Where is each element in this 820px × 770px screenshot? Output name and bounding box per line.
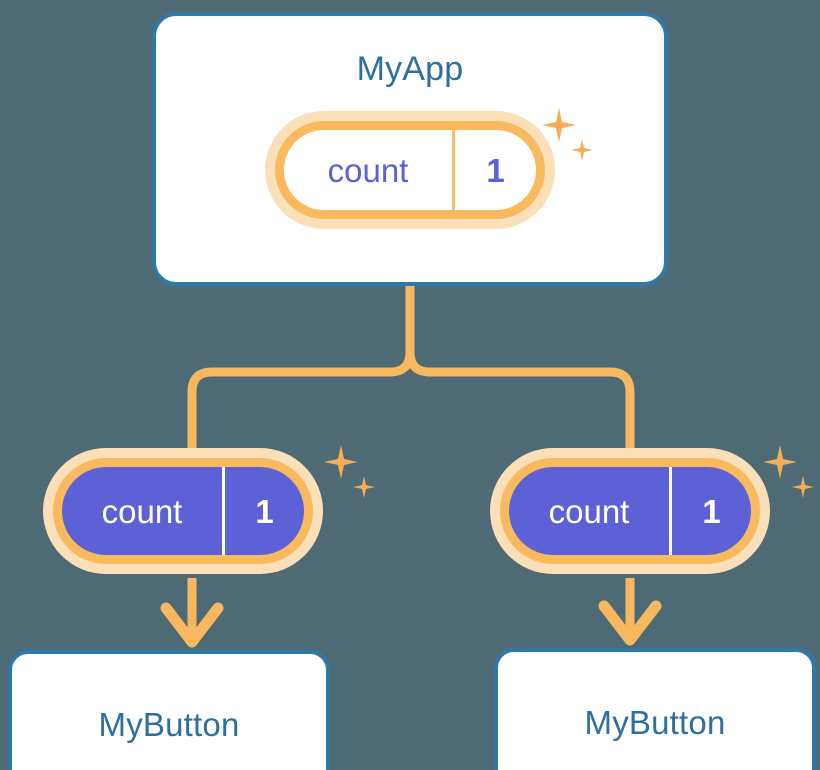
right-button-state-pill[interactable]: count 1 — [500, 458, 760, 564]
left-button-state-key: count — [101, 492, 183, 530]
left-button-state-value: 1 — [222, 467, 304, 555]
right-button-state-key: count — [548, 492, 630, 530]
arrow-head-right — [598, 600, 662, 646]
sparkle-large-icon — [763, 445, 797, 479]
right-mybutton-card[interactable]: MyButton — [494, 648, 816, 770]
myapp-state-value: 1 — [452, 130, 536, 210]
myapp-card-title: MyApp — [356, 50, 464, 88]
arrow-head-left — [160, 602, 224, 648]
connector-trunk-right — [405, 281, 635, 475]
myapp-state-pill[interactable]: count 1 — [275, 121, 545, 219]
right-mybutton-card-title: MyButton — [584, 704, 726, 741]
sparkles-icon — [761, 445, 820, 515]
sparkle-large-icon — [324, 445, 358, 479]
sparkle-small-icon — [353, 476, 375, 498]
myapp-state-key: count — [327, 151, 409, 189]
connector-trunk-left — [187, 281, 415, 475]
right-button-state-value: 1 — [669, 467, 751, 555]
sparkles-icon — [322, 445, 392, 515]
left-button-state-pill[interactable]: count 1 — [53, 458, 313, 564]
left-mybutton-card[interactable]: MyButton — [8, 650, 330, 770]
left-mybutton-card-title: MyButton — [98, 706, 240, 743]
sparkle-small-icon — [792, 476, 814, 498]
